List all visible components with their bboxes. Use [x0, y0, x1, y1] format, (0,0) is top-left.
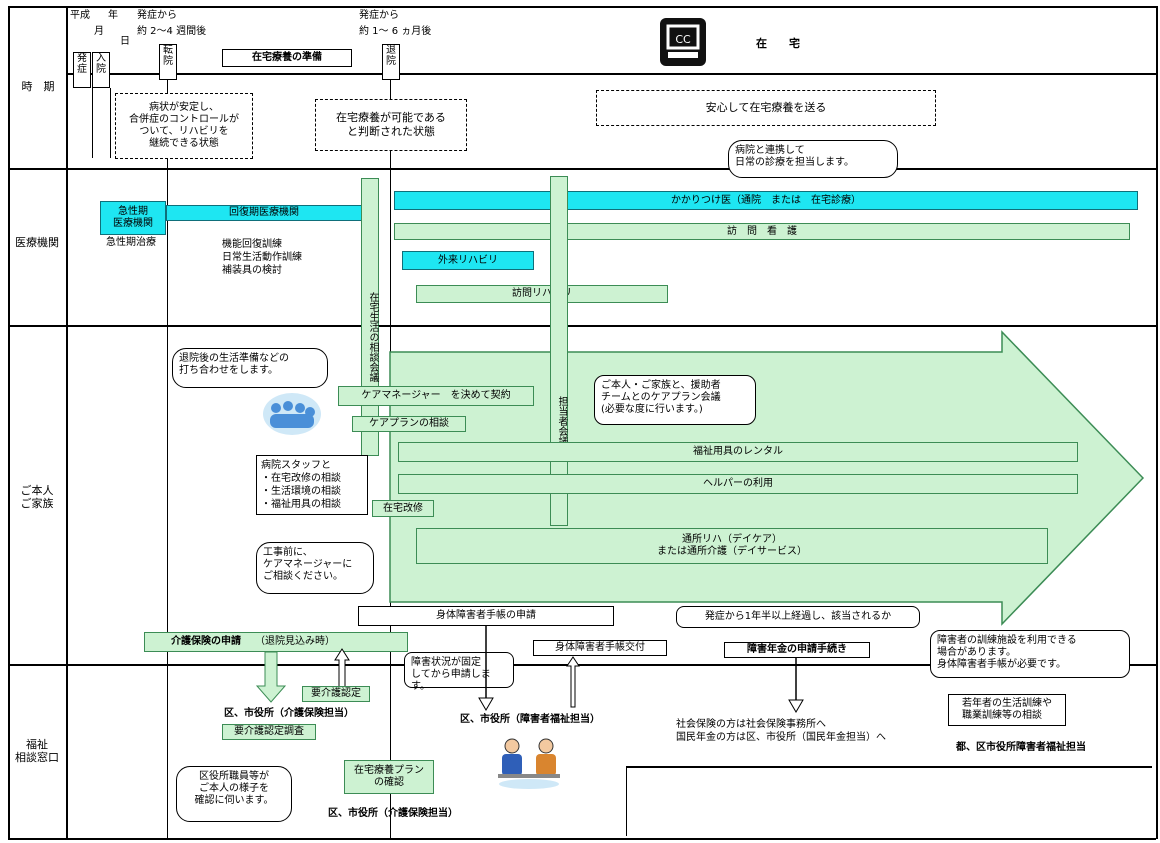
pension-destination: 社会保険の方は社会保険事務所へ 国民年金の方は区、市役所（国民年金担当）へ — [676, 718, 886, 744]
facility-bubble: 障害者の訓練施設を利用できる 場合があります。 身体障害者手帳が必要です。 — [930, 630, 1130, 678]
survey-bubble: 区役所職員等が ご本人の様子を 確認に伺います。 — [176, 766, 292, 822]
ltc-down-arrow — [256, 652, 286, 704]
judged-state-note: 在宅療養が可能である と判断された状態 — [315, 99, 467, 151]
pre-discharge-bubble: 退院後の生活準備などの 打ち合わせをします。 — [172, 348, 328, 388]
safe-home-note: 安心して在宅療養を送る — [596, 90, 936, 126]
grid-line-left — [8, 6, 10, 839]
row-label-family: ご本人 ご家族 — [10, 484, 64, 510]
admission-box: 入院 — [92, 52, 110, 88]
family-doctor-bar: かかりつけ医（通院 または 在宅診療） — [394, 191, 1138, 210]
staff-consult-icon — [494, 734, 564, 790]
work-consult-bubble: 工事前に、 ケアマネージャーに ご相談ください。 — [256, 542, 374, 594]
stable-state-note: 病状が安定し、 合併症のコントロールが ついて、リハビリを 継続できる状態 — [115, 93, 253, 159]
discharge-box: 退院 — [382, 44, 400, 80]
home-logo: CC — [660, 18, 706, 66]
disability-apply-box: 身体障害者手帳の申請 — [358, 606, 614, 626]
row-label-period: 時 期 — [14, 80, 62, 93]
day-care-bar: 通所リハ（デイケア） または通所介護（デイサービス） — [416, 528, 1048, 564]
home-renovation-box: 在宅改修 — [372, 500, 434, 517]
home-title: 在 宅 — [756, 38, 800, 50]
timeline-transfer — [167, 50, 168, 838]
home-plan-box: 在宅療養プラン の確認 — [344, 760, 434, 794]
grid-line-label — [66, 6, 68, 839]
acute-hospital-box: 急性期 医療機関 — [100, 201, 166, 235]
weeks-label: 約 2〜4 週間後 — [137, 26, 206, 38]
row-label-welfare: 福祉 相談窓口 — [10, 738, 64, 764]
months-label: 約 1〜 6 ヵ月後 — [359, 26, 431, 38]
disability-issue-box: 身体障害者手帳交付 — [533, 640, 667, 656]
youth-consult-box: 若年者の生活訓練や 職業訓練等の相談 — [948, 694, 1066, 726]
era-label: 平成 — [70, 10, 90, 22]
people-icon — [262, 392, 322, 436]
pension-apply-box: 障害年金の申請手続き — [724, 642, 870, 658]
survey-box: 要介護認定調査 — [222, 724, 316, 740]
grid-line-top — [8, 6, 1156, 8]
hospital-staff-box: 病院スタッフと ・在宅改修の相談 ・生活環境の相談 ・福祉用具の相談 — [256, 455, 368, 515]
welfare-rental-bar: 福祉用具のレンタル — [398, 442, 1078, 462]
grid-line-medical — [8, 325, 1156, 327]
outpatient-rehab-bar: 外来リハビリ — [402, 251, 534, 270]
admission-stem — [92, 88, 93, 158]
home-consult-bar: 在宅生活の相談会議 — [361, 178, 379, 456]
pension-bubble: 発症から1年半以上経過し、該当されるか — [676, 606, 920, 628]
disability-down-arrow — [478, 626, 494, 712]
home-nursing-bar: 訪 問 看 護 — [394, 223, 1130, 240]
ltc-office-label-2: 区、市役所（介護保険担当） — [328, 808, 458, 820]
day-label: 日 — [120, 36, 130, 48]
ltc-cert-box: 要介護認定 — [302, 686, 370, 702]
acute-sub-label: 急性期治療 — [106, 237, 156, 249]
onset-box: 発症 — [73, 52, 91, 88]
rehab-items: 機能回復訓練 日常生活動作訓練 補装具の検討 — [222, 238, 302, 277]
admission-stem-2 — [110, 88, 111, 158]
counselor-icon — [494, 734, 564, 790]
ltc-apply-box: 介護保険の申請（退院見込み時） — [144, 632, 408, 652]
prep-box: 在宅療養の準備 — [222, 49, 352, 67]
disability-office-label: 区、市役所（障害者福祉担当） — [460, 714, 600, 726]
rehab-hospital-bar: 回復期医療機関 — [166, 205, 362, 221]
care-plan-meeting-bubble: ご本人・ご家族と、援助者 チームとのケアプラン会議 (必要な度に行います。) — [594, 375, 756, 425]
onset-label-2: 発症から — [359, 10, 399, 22]
grid-line-right — [1156, 6, 1158, 839]
family-doctor-bubble: 病院と連携して 日常の診療を担当します。 — [728, 140, 898, 178]
care-manager-box: ケアマネージャー を決めて契約 — [338, 386, 534, 406]
pension-down-arrow — [788, 658, 804, 714]
svg-text:CC: CC — [675, 33, 691, 46]
facility-office-label: 都、区市役所障害者福祉担当 — [956, 742, 1086, 754]
care-plan-box: ケアプランの相談 — [352, 416, 466, 432]
ltc-office-label: 区、市役所（介護保険担当） — [224, 708, 354, 720]
home-care-icon: CC — [660, 18, 706, 66]
home-rehab-bar: 訪問リハビリ — [416, 285, 668, 303]
grid-line-header-sub — [66, 73, 1156, 75]
onset-label-1: 発症から — [137, 10, 177, 22]
row-label-medical: 医療機関 — [10, 236, 64, 249]
helper-bar: ヘルパーの利用 — [398, 474, 1078, 494]
ltc-up-arrow — [334, 648, 350, 688]
disability-up-arrow — [566, 656, 580, 708]
family-group-icon — [262, 392, 322, 436]
year-label: 年 — [108, 10, 118, 22]
grid-line-period — [8, 168, 1156, 170]
month-label: 月 — [94, 26, 104, 38]
blank-panel — [626, 766, 1152, 836]
fixed-condition-bubble: 障害状況が固定 してから申請します。 — [404, 652, 514, 688]
grid-line-bottom — [8, 838, 1156, 840]
transfer-box: 転院 — [159, 44, 177, 80]
